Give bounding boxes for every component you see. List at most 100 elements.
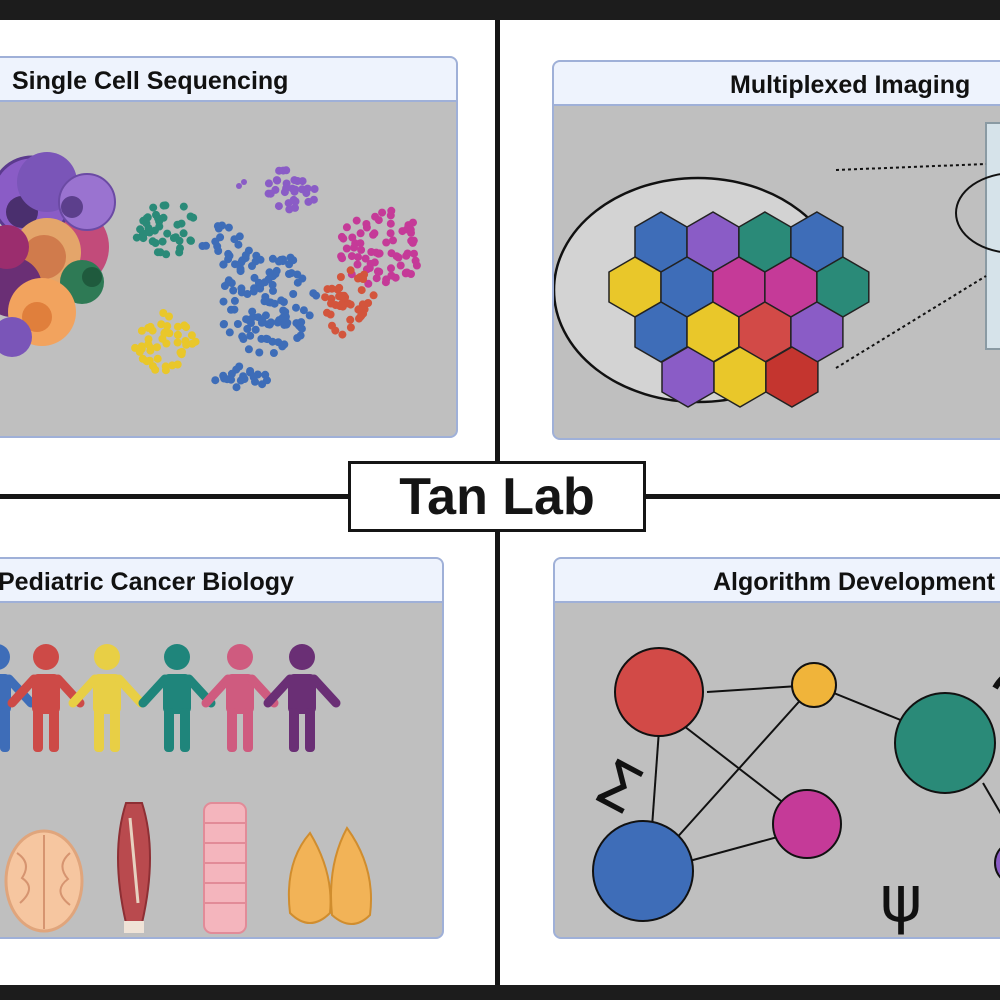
scatter-point: [282, 166, 291, 175]
scatter-point: [213, 222, 222, 231]
scatter-point: [236, 265, 245, 273]
scatter-point: [149, 203, 158, 212]
scatter-point: [198, 242, 207, 250]
scatter-point: [257, 334, 266, 343]
scatter-point: [236, 183, 242, 189]
scatter-point: [243, 290, 252, 298]
scatter-point: [342, 223, 351, 232]
scatter-point: [229, 286, 238, 295]
scatter-point: [297, 324, 306, 333]
scatter-point: [346, 315, 355, 324]
network-graph-icon: Σ ψ: [583, 647, 1000, 937]
divider-horizontal-right: [646, 494, 1000, 499]
scatter-point: [238, 332, 247, 341]
scatter-point: [321, 293, 330, 302]
scatter-point: [224, 223, 233, 232]
scatter-point: [403, 249, 412, 258]
scatter-point: [211, 237, 220, 246]
panel-title: Algorithm Development: [713, 568, 995, 596]
sigma-icon: Σ: [583, 746, 653, 830]
intestine-icon: [203, 802, 247, 934]
scatter-point: [357, 311, 366, 320]
scatter-point: [274, 338, 283, 347]
scatter-point: [161, 362, 170, 371]
scatter-point: [152, 210, 160, 219]
scatter-point: [173, 322, 182, 331]
umap-scatter-icon: [131, 166, 421, 392]
scatter-point: [401, 268, 410, 277]
scatter-point: [370, 258, 379, 267]
scatter-point: [236, 376, 245, 385]
panel-title: Pediatric Cancer Biology: [0, 568, 294, 596]
scatter-point: [142, 219, 151, 228]
divider-horizontal-left: [0, 494, 348, 499]
scatter-point: [326, 310, 335, 319]
scatter-point: [292, 303, 300, 312]
scatter-point: [299, 306, 308, 315]
scatter-point: [353, 260, 362, 269]
multiplexed-imaging-panel: Multiplexed Imaging: [552, 60, 1000, 440]
scatter-point: [361, 254, 370, 263]
scatter-point: [182, 340, 191, 349]
scatter-point: [266, 189, 275, 198]
scatter-point: [248, 307, 257, 316]
scatter-point: [323, 285, 332, 294]
panel-header: [554, 62, 1000, 106]
scatter-point: [159, 309, 168, 317]
scatter-point: [268, 254, 277, 263]
scatter-point: [246, 367, 255, 375]
scatter-point: [211, 376, 220, 385]
scatter-point: [298, 274, 307, 283]
scatter-point: [304, 197, 313, 206]
node-orange: [791, 662, 837, 708]
single-cell-panel: Single Cell Sequencing: [0, 56, 458, 438]
scatter-point: [146, 322, 155, 331]
scatter-point: [372, 248, 381, 257]
scatter-point: [310, 185, 319, 193]
scatter-point: [272, 266, 281, 275]
partial-symbol-icon: [992, 676, 1000, 690]
scatter-point: [272, 176, 281, 185]
scatter-point: [359, 275, 368, 283]
scatter-point: [352, 216, 361, 225]
panel-title: Single Cell Sequencing: [12, 67, 289, 95]
scatter-point: [144, 335, 153, 344]
scatter-point: [151, 239, 160, 247]
scatter-point: [409, 218, 417, 227]
scatter-point: [264, 179, 273, 188]
scatter-point: [348, 233, 357, 242]
panel-header: [0, 559, 442, 603]
scatter-point: [159, 213, 168, 222]
scatter-point: [357, 286, 366, 295]
scatter-point: [289, 195, 298, 204]
scatter-point: [280, 188, 289, 197]
scatter-point: [335, 283, 344, 292]
scatter-point: [350, 243, 358, 252]
scatter-point: [407, 228, 415, 237]
scatter-point: [274, 202, 283, 211]
scatter-point: [277, 296, 286, 305]
scatter-point: [268, 280, 277, 289]
scatter-point: [177, 219, 186, 228]
scatter-point: [265, 268, 274, 277]
scatter-point: [165, 329, 174, 338]
single-cell-art: [0, 152, 421, 392]
scatter-point: [186, 212, 195, 221]
scatter-point: [396, 261, 405, 270]
scatter-point: [285, 270, 293, 278]
scatter-point: [176, 244, 184, 253]
scatter-point: [336, 273, 345, 281]
scatter-point: [146, 346, 155, 355]
person-figure: [263, 644, 341, 752]
scatter-point: [273, 318, 282, 327]
scatter-point: [291, 203, 299, 212]
scatter-point: [179, 229, 188, 238]
scatter-point: [219, 320, 228, 329]
scatter-point: [372, 274, 381, 283]
scatter-point: [354, 253, 362, 262]
scatter-point: [138, 354, 147, 363]
scatter-point: [143, 213, 152, 222]
scatter-point: [354, 305, 363, 314]
scatter-point: [244, 345, 253, 354]
muscle-icon: [117, 802, 151, 933]
